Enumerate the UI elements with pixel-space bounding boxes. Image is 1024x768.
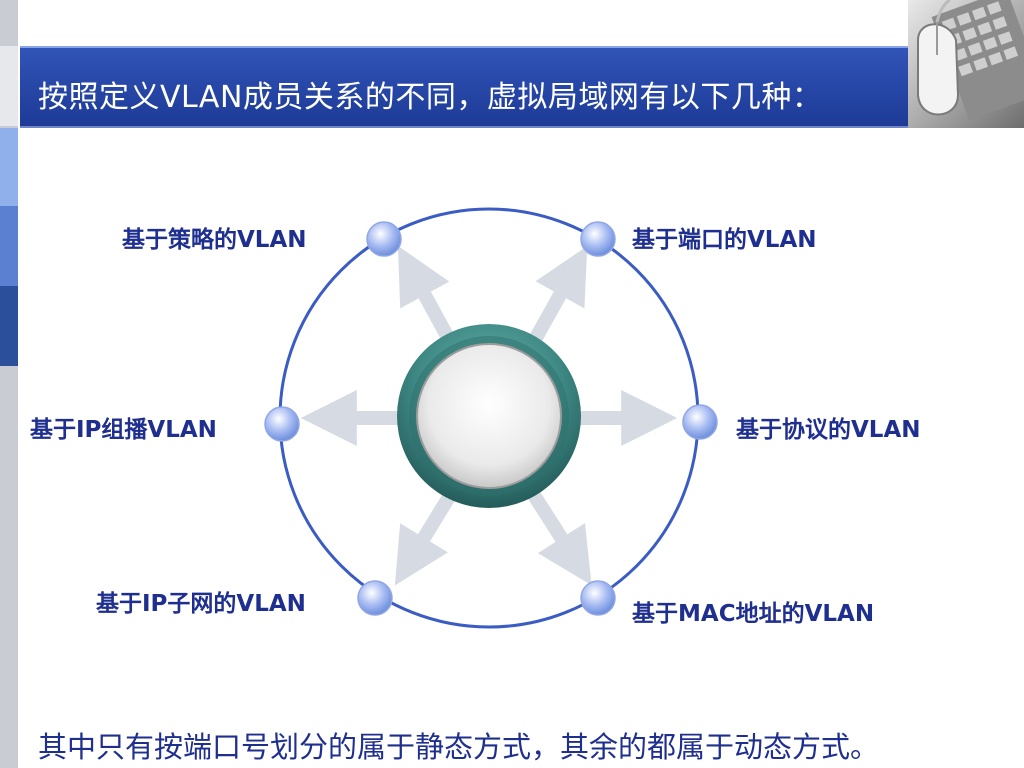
node-dot-ip-multicast [264, 406, 300, 442]
arrow-to-ip-subnet [394, 488, 458, 586]
node-dot-mac [580, 580, 616, 616]
node-dot-policy [366, 221, 402, 257]
keyboard-mouse-photo [908, 0, 1024, 128]
footer-note: 其中只有按端口号划分的属于静态方式，其余的都属于动态方式。 [38, 730, 880, 764]
mouse-icon [917, 0, 960, 116]
rail-segment-light [0, 46, 18, 126]
label-policy-vlan: 基于策略的VLAN [122, 227, 307, 253]
node-dot-ip-subnet [357, 580, 393, 616]
title-bar: 按照定义VLAN成员关系的不同，虚拟局域网有以下几种： [20, 46, 910, 126]
label-mac-vlan: 基于MAC地址的VLAN [632, 601, 875, 627]
label-protocol-vlan: 基于协议的VLAN [736, 417, 921, 443]
node-dots [264, 221, 718, 616]
rail-segment-blue-2 [0, 206, 18, 286]
label-port-vlan: 基于端口的VLAN [632, 227, 817, 253]
arrow-group [300, 245, 678, 586]
page-title: 按照定义VLAN成员关系的不同，虚拟局域网有以下几种： [38, 80, 823, 115]
arrow-to-mac [526, 488, 592, 586]
label-ip-multicast-vlan: 基于IP组播VLAN [30, 417, 217, 443]
arrow-to-policy [397, 245, 459, 349]
rail-segment-blue-1 [0, 128, 18, 206]
keyboard-icon [931, 0, 1024, 121]
center-hub-icon [397, 324, 581, 508]
rail-segment-blue-3 [0, 286, 18, 366]
title-underline [20, 126, 910, 128]
left-rail [0, 0, 18, 768]
node-dot-protocol [682, 404, 718, 440]
node-dot-port [580, 221, 616, 257]
arrow-to-port [525, 245, 588, 349]
label-ip-subnet-vlan: 基于IP子网的VLAN [96, 591, 306, 617]
